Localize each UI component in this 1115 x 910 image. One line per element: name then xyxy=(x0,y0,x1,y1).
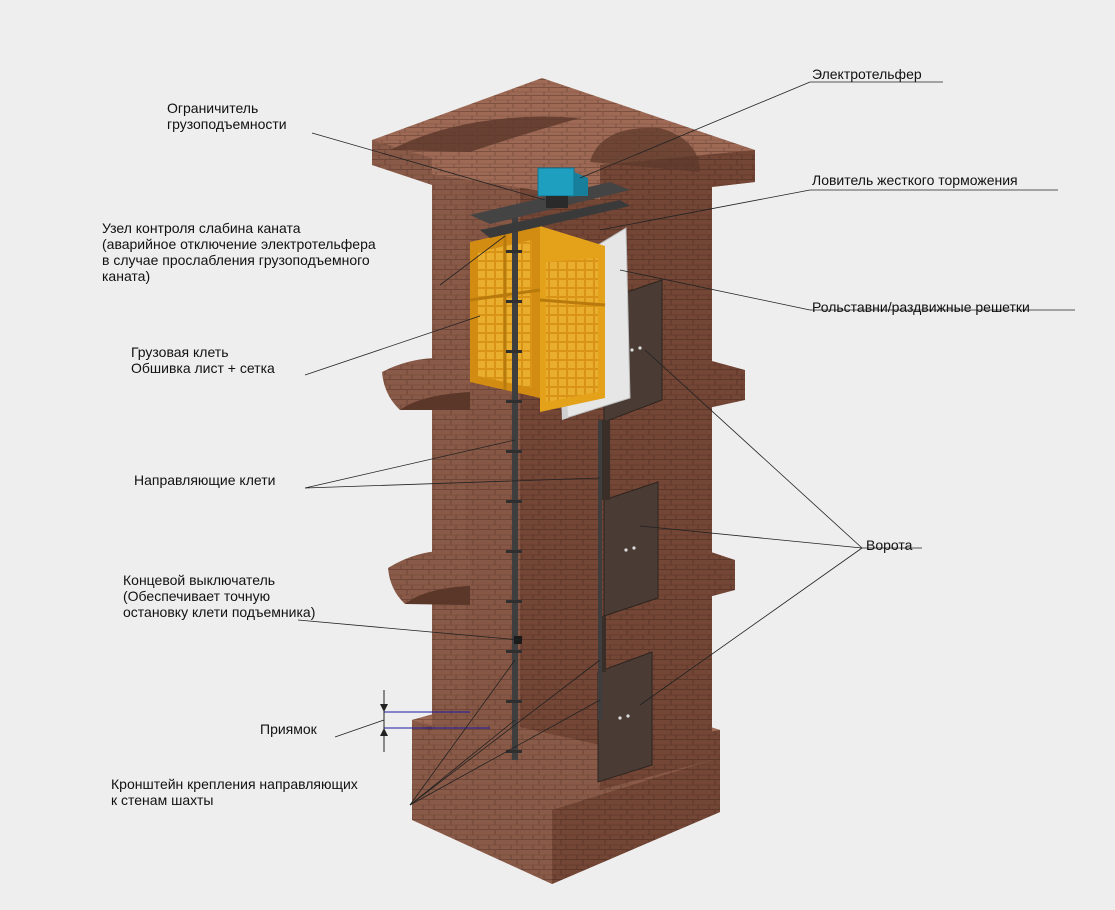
shaft-top xyxy=(372,78,755,200)
shaft-walls xyxy=(432,128,712,810)
label-hoist: Электротельфер xyxy=(812,66,922,82)
label-catcher: Ловитель жесткого торможения xyxy=(812,172,1018,188)
label-gates: Ворота xyxy=(866,537,913,553)
label-bracket: Кронштейн крепления направляющих к стена… xyxy=(111,776,358,808)
leader-lines xyxy=(297,81,1075,806)
label-limit-switch: Концевой выключатель (Обеспечивает точну… xyxy=(123,572,316,620)
pit-dimension-marker xyxy=(380,690,490,752)
label-cage: Грузовая клеть Обшивка лист + сетка xyxy=(131,344,275,376)
guide-rails xyxy=(506,215,602,760)
hoist-assembly xyxy=(470,167,630,238)
label-guides: Направляющие клети xyxy=(134,472,276,488)
label-pit: Приямок xyxy=(260,721,317,737)
floor-ledges xyxy=(382,355,745,605)
cargo-cage xyxy=(469,226,606,412)
label-load-limiter: Ограничитель грузоподъемности xyxy=(167,100,287,132)
label-shutters: Рольставни/раздвижные решетки xyxy=(812,299,1030,315)
label-slack-rope: Узел контроля слабина каната (аварийное … xyxy=(102,220,376,284)
